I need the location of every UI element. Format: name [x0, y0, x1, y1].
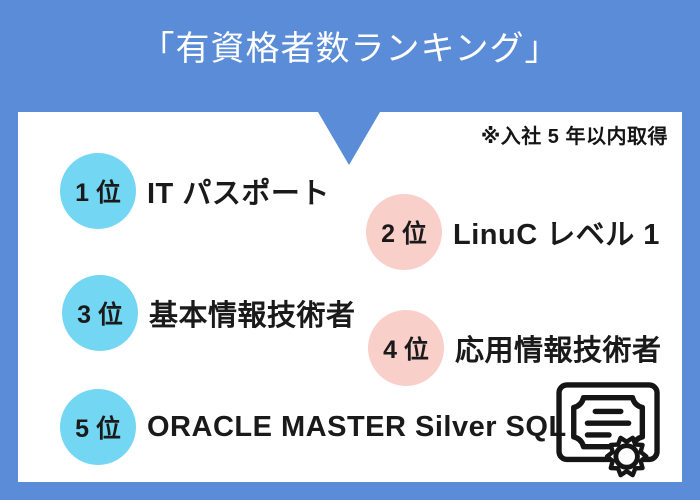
ranking-item: 4 位 応用情報技術者: [368, 310, 662, 386]
ranking-item: 2 位 LinuC レベル 1: [366, 194, 660, 270]
ranking-item: 5 位 ORACLE MASTER Silver SQL: [60, 389, 567, 465]
certificate-icon: [556, 382, 660, 478]
certification-name: IT パスポート: [147, 178, 330, 210]
footnote: ※入社 5 年以内取得: [480, 126, 668, 148]
certification-name: LinuC レベル 1: [453, 219, 660, 251]
rank-badge: 1 位: [60, 153, 136, 229]
ranking-item: 3 位 基本情報技術者: [62, 275, 356, 351]
page-title: 「有資格者数ランキング」: [140, 30, 560, 68]
ranking-item: 1 位 IT パスポート: [60, 153, 330, 229]
ranking-card: ※入社 5 年以内取得 1 位 IT パスポート 2 位 LinuC レベル 1…: [18, 112, 682, 482]
rank-badge: 5 位: [60, 389, 136, 465]
rank-badge: 3 位: [62, 275, 138, 351]
certification-name: 基本情報技術者: [149, 300, 356, 332]
rank-badge: 2 位: [366, 194, 442, 270]
rank-badge: 4 位: [368, 310, 444, 386]
certification-name: ORACLE MASTER Silver SQL: [147, 410, 567, 443]
certification-name: 応用情報技術者: [455, 335, 662, 367]
callout-triangle-pointer: [318, 112, 380, 165]
